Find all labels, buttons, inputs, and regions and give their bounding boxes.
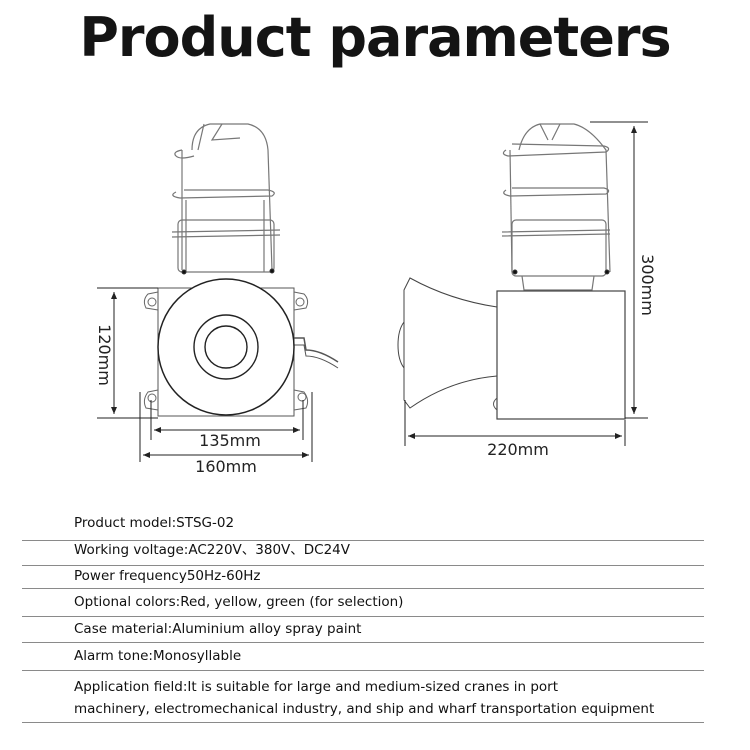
page-title: Product parameters xyxy=(79,6,671,69)
divider xyxy=(22,722,704,723)
spec-row-voltage: Working voltage:AC220V、380V、DC24V xyxy=(74,542,351,558)
spec-row-alarm-tone: Alarm tone:Monosyllable xyxy=(74,648,242,664)
divider xyxy=(22,588,704,589)
width-160-label: 160mm xyxy=(195,457,257,476)
lamp-cage-side-icon xyxy=(501,123,611,291)
divider xyxy=(22,565,704,566)
height-300-label: 300mm xyxy=(638,254,657,316)
divider xyxy=(22,540,704,541)
lamp-cage-icon xyxy=(171,123,281,273)
width-135-label: 135mm xyxy=(199,431,261,450)
depth-220-label: 220mm xyxy=(487,440,549,459)
spec-row-material: Case material:Aluminium alloy spray pain… xyxy=(74,621,362,637)
spec-row-frequency: Power frequency50Hz-60Hz xyxy=(74,568,261,584)
height-120-label: 120mm xyxy=(95,324,114,386)
divider xyxy=(22,670,704,671)
spec-row-colors: Optional colors:Red, yellow, green (for … xyxy=(74,594,404,610)
front-view xyxy=(143,123,339,417)
spec-row-model: Product model:STSG-02 xyxy=(74,515,235,531)
spec-row-application: Application field:It is suitable for lar… xyxy=(74,679,655,717)
divider xyxy=(22,642,704,643)
technical-drawing: 120mm 135mm 160mm 300mm 220mm xyxy=(95,121,657,476)
side-view xyxy=(397,123,626,420)
front-dimensions xyxy=(97,287,313,462)
side-dimensions xyxy=(404,121,648,446)
divider xyxy=(22,616,704,617)
